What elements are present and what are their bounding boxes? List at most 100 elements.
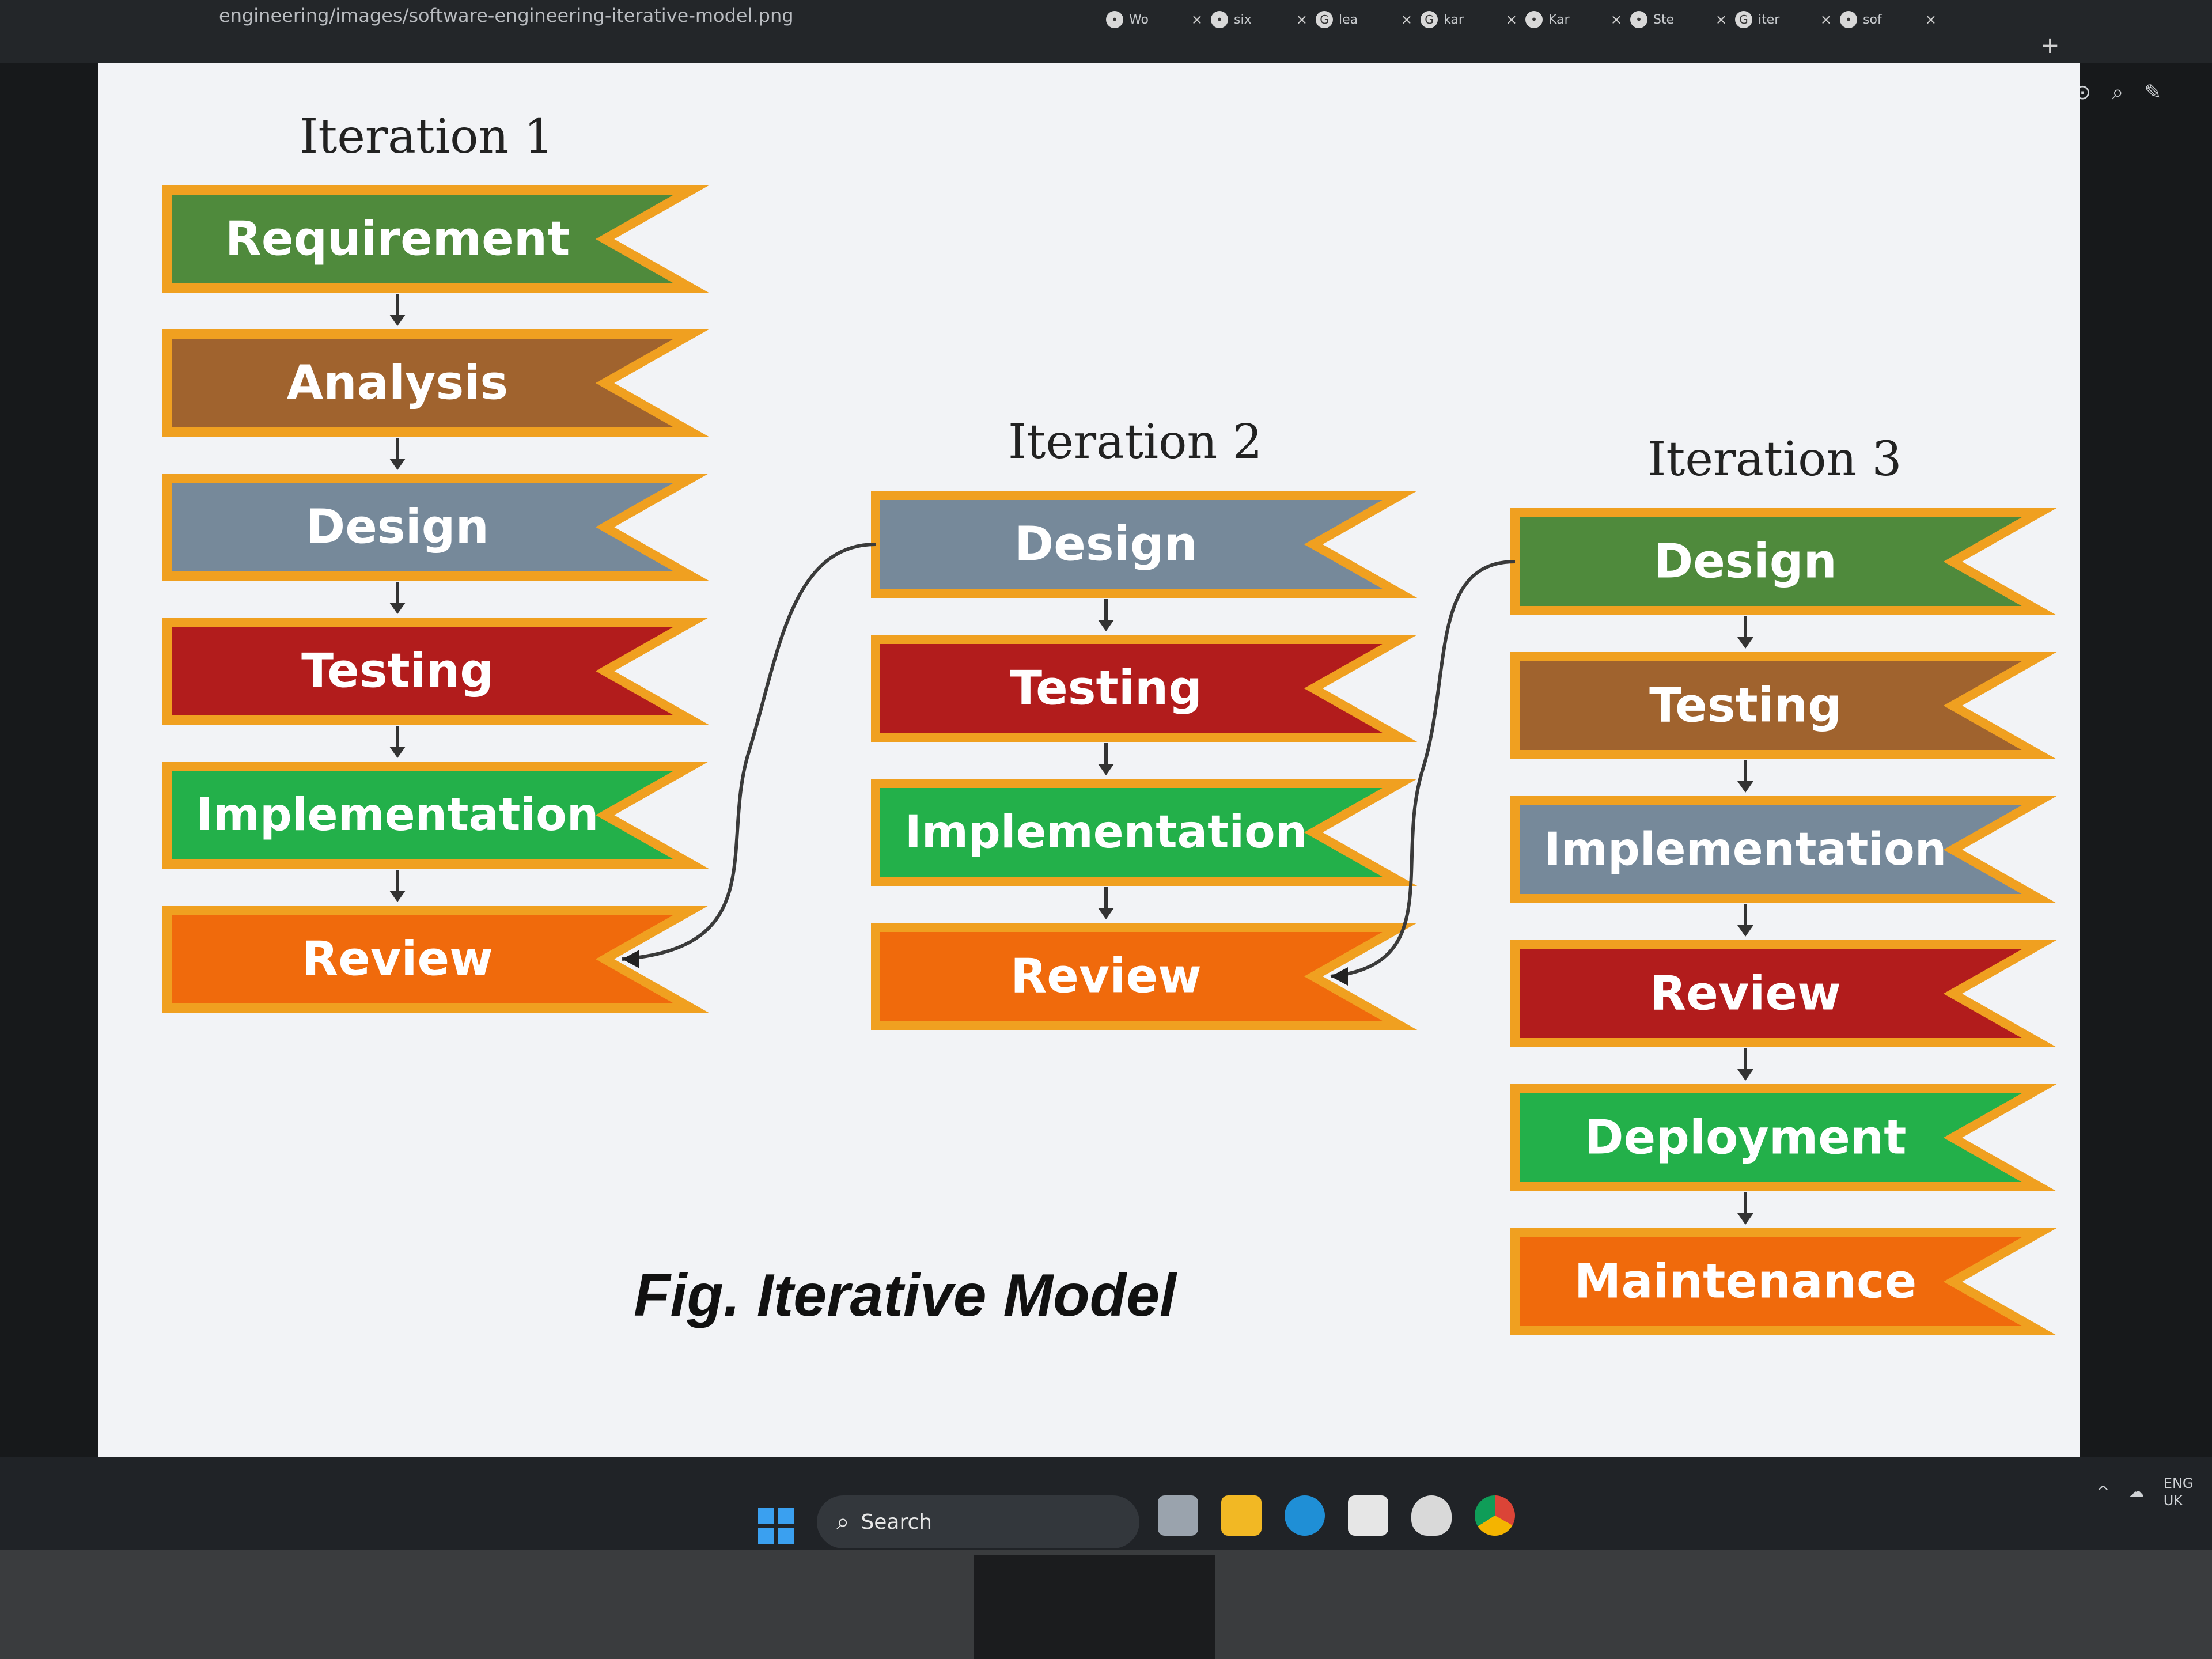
flow-arrow <box>389 294 406 326</box>
close-tab-icon[interactable]: × <box>1400 12 1412 28</box>
flow-arrow <box>1737 1048 1753 1081</box>
tab-label: Wo <box>1129 12 1149 27</box>
edge-browser-icon[interactable] <box>1285 1495 1325 1536</box>
flow-arrow <box>389 870 406 902</box>
stage-label: Testing <box>1010 661 1202 716</box>
flow-arrow <box>389 438 406 470</box>
stage-band: Requirement <box>162 185 709 293</box>
zoom-icon[interactable]: ⌕ <box>2112 81 2124 104</box>
taskbar-search-box[interactable]: ⌕ Search <box>817 1495 1139 1548</box>
stage-band: Design <box>1510 508 2057 615</box>
iteration-title: Iteration 3 <box>1647 432 1902 487</box>
close-tab-icon[interactable]: × <box>1191 12 1203 28</box>
chrome-icon[interactable] <box>1475 1495 1515 1536</box>
google-icon: G <box>1421 11 1438 28</box>
browser-tab[interactable]: • Wo × <box>1106 5 1203 35</box>
address-bar-url[interactable]: engineering/images/software-engineering-… <box>219 5 794 26</box>
stage-label: Requirement <box>225 212 570 267</box>
stage-band: Review <box>1510 940 2057 1047</box>
stage-label: Review <box>1010 949 1202 1004</box>
alien-app-icon[interactable] <box>1411 1495 1452 1536</box>
browser-tab[interactable]: • Ste × <box>1630 5 1727 35</box>
close-tab-icon[interactable]: × <box>1296 12 1308 28</box>
stage-band: Review <box>162 906 709 1013</box>
new-tab-button[interactable]: + <box>2040 32 2060 59</box>
flow-arrow <box>1737 904 1753 937</box>
task-view-icon[interactable] <box>1158 1495 1198 1536</box>
stage-band: Testing <box>162 618 709 725</box>
figure-caption: Fig. Iterative Model <box>634 1262 1176 1329</box>
stage-band: Analysis <box>162 329 709 437</box>
stage-label: Design <box>1014 517 1198 572</box>
flow-arrow <box>389 582 406 614</box>
monitor-stand <box>974 1555 1215 1659</box>
close-tab-icon[interactable]: × <box>1610 12 1622 28</box>
onedrive-icon[interactable]: ☁ <box>2128 1483 2144 1501</box>
browser-tab[interactable]: • six × <box>1211 5 1308 35</box>
browser-tab[interactable]: •sof× <box>1840 5 1937 35</box>
system-tray: ^ ☁ ENG UK <box>2097 1475 2194 1509</box>
favicon-icon: • <box>1525 11 1543 28</box>
search-label: Search <box>861 1510 933 1534</box>
stage-band: Implementation <box>1510 796 2057 903</box>
stage-label: Implementation <box>905 806 1308 858</box>
favicon-icon: • <box>1211 11 1228 28</box>
favicon-icon: • <box>1106 11 1123 28</box>
stage-label: Testing <box>1649 679 1842 733</box>
flow-arrow <box>1098 599 1114 631</box>
stage-label: Design <box>1654 535 1837 589</box>
stage-band: Deployment <box>1510 1084 2057 1191</box>
stage-band: Review <box>871 923 1418 1030</box>
windows-start-icon[interactable] <box>758 1508 794 1544</box>
tab-label: six <box>1234 12 1252 27</box>
stage-band: Testing <box>1510 652 2057 759</box>
stage-label: Design <box>306 500 489 555</box>
favicon-icon: • <box>1630 11 1647 28</box>
close-tab-icon[interactable]: × <box>1505 12 1517 28</box>
tab-label: Kar <box>1548 12 1570 27</box>
close-tab-icon[interactable]: × <box>1925 12 1937 28</box>
stage-label: Review <box>302 932 493 987</box>
favicon-icon: • <box>1840 11 1857 28</box>
store-icon[interactable] <box>1348 1495 1388 1536</box>
stage-label: Implementation <box>1544 824 1947 876</box>
file-explorer-icon[interactable] <box>1221 1495 1262 1536</box>
stage-band: Testing <box>871 635 1418 742</box>
iteration-title: Iteration 1 <box>300 109 554 164</box>
close-tab-icon[interactable]: × <box>1820 12 1832 28</box>
stage-band: Maintenance <box>1510 1228 2057 1335</box>
stage-band: Design <box>162 474 709 581</box>
stage-label: Implementation <box>196 789 599 841</box>
close-tab-icon[interactable]: × <box>1715 12 1727 28</box>
flow-arrow <box>1098 743 1114 775</box>
iteration-connector <box>1330 560 1516 978</box>
iteration-connector <box>622 543 876 961</box>
flow-arrow <box>1737 616 1753 649</box>
tab-label: lea <box>1339 12 1358 27</box>
iteration-title: Iteration 2 <box>1008 415 1263 469</box>
stage-label: Testing <box>301 644 494 699</box>
iterative-model-diagram: RequirementAnalysisDesignTestingImplemen… <box>162 185 2057 1335</box>
connector-arrowhead <box>622 950 639 968</box>
stage-band: Implementation <box>162 762 709 869</box>
browser-tab[interactable]: • Kar × <box>1525 5 1622 35</box>
connector-arrowhead <box>1331 967 1348 986</box>
browser-toolbar-icons: ⊙ ⌕ ✎ <box>2074 81 2162 105</box>
stage-band: Implementation <box>871 779 1418 886</box>
google-icon: G <box>1735 11 1752 28</box>
search-icon: ⌕ <box>836 1509 850 1535</box>
flow-arrow <box>389 726 406 758</box>
tab-label: kar <box>1444 12 1464 27</box>
edit-icon[interactable]: ✎ <box>2144 81 2162 104</box>
tab-label: Ste <box>1653 12 1675 27</box>
flow-arrow <box>1737 760 1753 793</box>
google-icon: G <box>1316 11 1333 28</box>
chevron-up-icon[interactable]: ^ <box>2097 1483 2109 1501</box>
language-indicator[interactable]: ENG UK <box>2163 1475 2194 1509</box>
stage-label: Review <box>1650 967 1841 1021</box>
